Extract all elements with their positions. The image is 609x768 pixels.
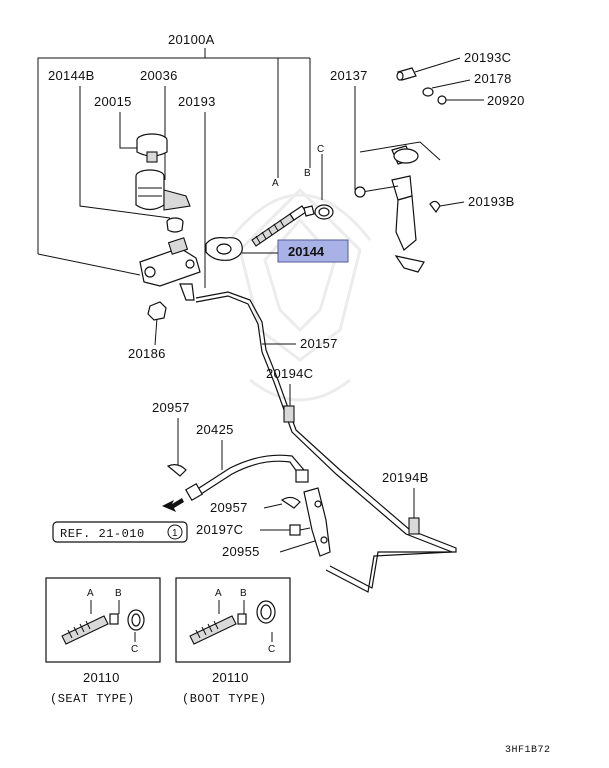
label-20178: 20178 [474,71,512,86]
leaders-right [414,57,484,207]
reference-text: REF. 21-010 [60,527,145,541]
highlighted-part-label-20144[interactable]: 20144 [277,239,349,263]
inset2-letter-A: A [215,588,222,599]
label-20194C: 20194C [266,366,313,381]
clip-20957-lower [280,496,301,509]
pin-20193C [396,67,417,81]
label-20194B: 20194B [382,470,429,485]
label-20197C: 20197C [196,522,243,537]
leader-20100A [37,48,311,276]
diagram-code: 3HF1B72 [505,745,551,756]
label-20100A: 20100A [168,32,215,47]
grommet-20144B [166,217,184,233]
label-20015: 20015 [94,94,132,109]
nut-20186 [147,301,167,321]
clutch-master-cylinder [139,237,201,301]
label-20920: 20920 [487,93,525,108]
clip-20193B [429,200,441,214]
reference-box[interactable]: REF. 21-010 1 [52,521,188,543]
clutch-pipe-20157 [195,291,457,593]
label-letter-C: C [317,144,324,155]
reservoir-body [135,169,191,211]
inset1-part-number: 20110 [83,670,120,685]
inset1-letter-A: A [87,588,94,599]
reference-number: 1 [172,528,178,539]
inset-seat-type: A B C [45,577,161,663]
leaders-left [79,86,356,288]
clutch-hose-20425 [184,454,309,502]
direction-arrow [162,498,184,512]
clip-20178 [422,87,434,97]
label-letter-B: B [304,168,311,179]
label-20957-lower: 20957 [210,500,248,515]
inset-boot-type: A B C [175,577,291,663]
label-20144: 20144 [288,244,325,259]
clip-20957-upper [166,464,187,477]
pushrod-boot-A [251,205,307,247]
inset1-letter-C: C [131,644,138,655]
clip-B [303,205,315,217]
inset1-caption: (SEAT TYPE) [50,692,135,706]
reservoir-cap [136,133,168,163]
label-20036: 20036 [140,68,178,83]
label-20157: 20157 [300,336,338,351]
clutch-pedal [354,141,441,273]
label-20425: 20425 [196,422,234,437]
clip-20194B [408,517,420,535]
inset1-letter-B: B [115,588,122,599]
leaders-bracket [260,503,319,553]
inset2-part-number: 20110 [212,670,249,685]
washer-20920 [437,95,447,105]
clip-20194C [283,405,295,423]
label-20955: 20955 [222,544,260,559]
label-20144B: 20144B [48,68,95,83]
label-20137: 20137 [330,68,368,83]
label-20186: 20186 [128,346,166,361]
label-letter-A: A [272,178,279,189]
inset2-letter-B: B [240,588,247,599]
bracket-20955 [303,487,331,557]
label-20193: 20193 [178,94,216,109]
label-20957-upper: 20957 [152,400,190,415]
label-20193C: 20193C [464,50,511,65]
label-20193B: 20193B [468,194,515,209]
inset2-caption: (BOOT TYPE) [182,692,267,706]
ring-C [314,204,334,220]
inset2-letter-C: C [268,644,275,655]
gasket-20144 [205,237,243,261]
bolt-20197C [289,524,311,536]
